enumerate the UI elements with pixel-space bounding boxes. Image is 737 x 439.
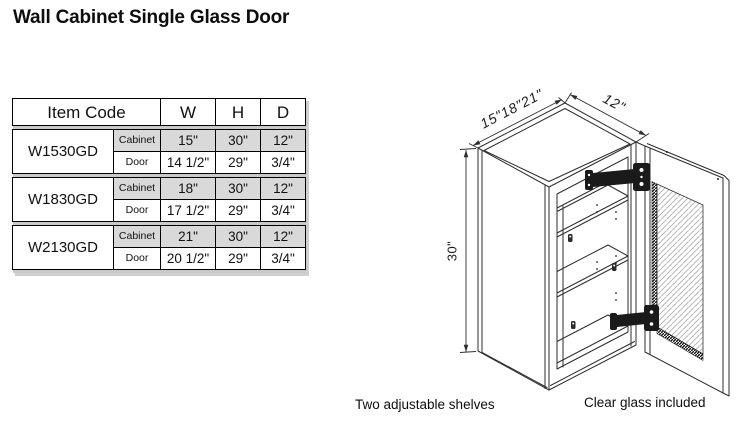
row-separator xyxy=(12,221,306,226)
cabinet-isometric-diagram: 15"18"21" 12" 30" xyxy=(430,60,737,434)
header-w: W xyxy=(160,98,216,126)
table-row: Door 20 1/2" 29" 3/4" xyxy=(13,247,306,270)
row-separator xyxy=(12,269,306,273)
dimension-lines xyxy=(459,92,650,353)
item-code-cell: W1830GD xyxy=(12,177,114,222)
cabinet-w: 21" xyxy=(160,225,216,248)
header-item-code: Item Code xyxy=(12,98,161,126)
row-label-door: Door xyxy=(113,247,161,270)
cabinet-h: 30" xyxy=(215,177,261,200)
glass-panel xyxy=(656,183,704,355)
row-label-door: Door xyxy=(113,199,161,222)
caption-clear-glass: Clear glass included xyxy=(584,395,706,410)
width-dimension-label: 15"18"21" xyxy=(477,85,546,131)
table-row: Door 17 1/2" 29" 3/4" xyxy=(13,199,306,222)
door-w: 20 1/2" xyxy=(160,247,216,270)
row-separator xyxy=(12,173,306,178)
door-d: 3/4" xyxy=(260,199,306,222)
header-d: D xyxy=(260,98,306,126)
caption-adjustable-shelves: Two adjustable shelves xyxy=(355,397,495,412)
table-row: W1830GD Cabinet 18" 30" 12" xyxy=(12,177,306,222)
row-separator xyxy=(12,125,306,130)
door-d: 3/4" xyxy=(260,247,306,270)
depth-dimension-label: 12" xyxy=(600,90,628,115)
cabinet-h: 30" xyxy=(215,225,261,248)
shelf-clips xyxy=(568,234,617,329)
table-row: W2130GD Cabinet 21" 30" 12" xyxy=(12,225,306,270)
table-row: Door 14 1/2" 29" 3/4" xyxy=(13,151,306,174)
page-title: Wall Cabinet Single Glass Door xyxy=(13,7,290,28)
table-header-row: Item Code W H D xyxy=(12,98,306,126)
cabinet-w: 15" xyxy=(160,129,216,152)
hinge-top xyxy=(585,163,650,191)
table-row: W1530GD Cabinet 15" 30" 12" xyxy=(12,129,306,174)
height-dimension-label: 30" xyxy=(445,241,460,262)
cabinet-drawing: 15"18"21" 12" 30" xyxy=(445,85,730,397)
item-code-cell: W2130GD xyxy=(12,225,114,270)
door-d: 3/4" xyxy=(260,151,306,174)
door-h: 29" xyxy=(215,199,261,222)
door-h: 29" xyxy=(215,151,261,174)
hinge-bottom xyxy=(610,305,659,331)
cabinet-w: 18" xyxy=(160,177,216,200)
header-h: H xyxy=(215,98,261,126)
row-label-cabinet: Cabinet xyxy=(113,225,161,248)
row-label-door: Door xyxy=(113,151,161,174)
door-h: 29" xyxy=(215,247,261,270)
door-w: 14 1/2" xyxy=(160,151,216,174)
door-w: 17 1/2" xyxy=(160,199,216,222)
row-label-cabinet: Cabinet xyxy=(113,177,161,200)
cabinet-d: 12" xyxy=(260,177,306,200)
cabinet-h: 30" xyxy=(215,129,261,152)
spec-table: Item Code W H D W1530GD Cabinet 15" 30" … xyxy=(12,98,306,273)
glass-bottom-edge xyxy=(656,326,704,361)
cabinet-body xyxy=(477,102,646,391)
shelf-pin-holes xyxy=(596,204,617,301)
cabinet-d: 12" xyxy=(260,225,306,248)
cabinet-d: 12" xyxy=(260,129,306,152)
glass-door xyxy=(644,143,730,397)
item-code-cell: W1530GD xyxy=(12,129,114,174)
row-label-cabinet: Cabinet xyxy=(113,129,161,152)
